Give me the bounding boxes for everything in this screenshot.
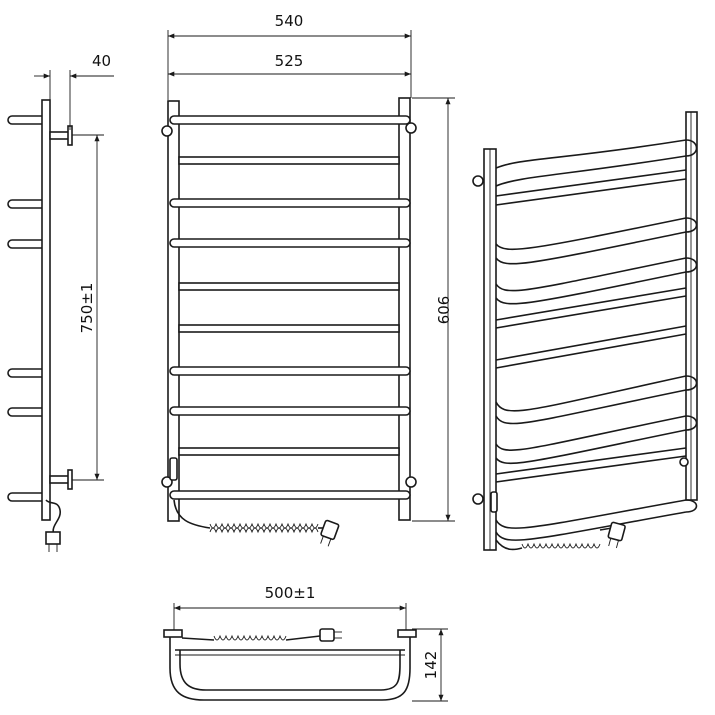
coiled-cable <box>209 522 319 534</box>
dim-center-width: 525 <box>275 52 304 70</box>
dim-overall-width: 540 <box>275 12 304 30</box>
dim-overall-height: 909 <box>434 296 452 325</box>
side-view: 40 750±1 <box>7 52 114 552</box>
plug-icon <box>319 628 342 642</box>
side-view-rungs <box>7 115 42 502</box>
perspective-right-post <box>685 111 698 501</box>
dim-mount-width: 500±1 <box>265 584 316 602</box>
perspective-rungs <box>495 139 687 541</box>
front-view-rungs <box>169 115 411 500</box>
perspective-coiled-cable <box>495 527 613 551</box>
dim-wall-offset: 40 <box>92 52 111 70</box>
plug-icon <box>320 519 340 547</box>
left-post <box>167 100 180 522</box>
dim-mount-height: 750±1 <box>78 283 96 334</box>
side-view-brackets <box>49 125 73 490</box>
heater-element <box>169 457 178 481</box>
plug-icon <box>607 521 626 549</box>
perspective-heater-element <box>490 491 498 513</box>
perspective-view <box>472 111 698 551</box>
top-view: 500±1 142 <box>163 584 448 702</box>
plug-icon <box>45 531 61 545</box>
right-post <box>398 97 411 521</box>
front-view: 540 525 909 <box>161 12 455 547</box>
dim-depth: 142 <box>422 651 440 680</box>
